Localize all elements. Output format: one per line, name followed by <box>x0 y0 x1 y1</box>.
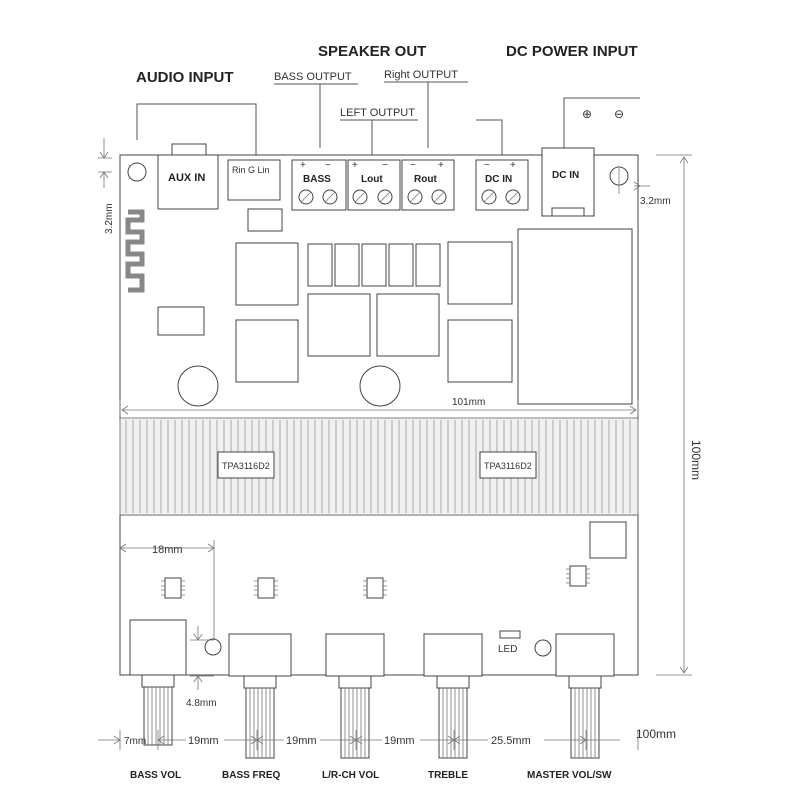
rout-terminal-label: Rout <box>414 174 437 185</box>
plus-symbol: ⊕ <box>582 107 592 121</box>
bass-output-label: BASS OUTPUT <box>274 71 352 83</box>
aux-in-jack-barrel <box>171 143 207 156</box>
bottom-dim-7mm: 7mm <box>124 736 146 747</box>
bottom-dim-19mm-1: 19mm <box>188 735 219 747</box>
upper-board-components <box>157 208 633 407</box>
bottom-dim-25-5mm: 25.5mm <box>491 735 531 747</box>
left-hole-dimension-label: 3.2mm <box>104 203 115 234</box>
bottom-dim-19mm-2: 19mm <box>286 735 317 747</box>
dc-in-jack-base <box>551 207 585 217</box>
led-hole <box>534 639 552 657</box>
amp-chip-left <box>217 451 275 479</box>
heatsink <box>119 417 639 516</box>
op-amp-chips <box>161 565 590 599</box>
board-height-dimension <box>656 154 692 676</box>
svg-text:+: + <box>438 160 444 171</box>
bottom-dim-19mm-3: 19mm <box>384 735 415 747</box>
minus-symbol: ⊖ <box>614 107 624 121</box>
knob-label-bass-vol: BASS VOL <box>130 770 181 781</box>
amp-chip-left-label: TPA3116D2 <box>222 461 270 471</box>
svg-text:−: − <box>382 160 388 171</box>
pot-spacing-dimension <box>119 540 215 640</box>
rin-g-lin-header <box>227 159 281 201</box>
dc-in-jack <box>541 147 595 217</box>
aux-in-label: AUX IN <box>168 172 205 184</box>
bluetooth-antenna-trace <box>125 209 145 293</box>
bottom-dimension-chain <box>98 730 639 750</box>
top-leader-lines <box>136 81 640 160</box>
left-hole-dimension <box>98 138 112 188</box>
mount-hole-top-left <box>127 162 147 182</box>
bottom-dim-100mm: 100mm <box>636 727 676 741</box>
pot-spacing-label: 18mm <box>152 544 183 556</box>
board-width-dimension <box>119 400 639 416</box>
knob-label-treble: TREBLE <box>428 770 468 781</box>
bass-terminal: + − <box>291 159 347 211</box>
dc-in-jack-label: DC IN <box>552 170 579 181</box>
svg-text:+: + <box>510 160 516 171</box>
board-width-label: 101mm <box>452 397 485 408</box>
svg-text:+: + <box>352 160 358 171</box>
bass-terminal-label: BASS <box>303 174 331 185</box>
lower-right-component <box>589 521 627 559</box>
knob-label-lr-ch-vol: L/R-CH VOL <box>322 770 379 781</box>
board-height-label: 100mm <box>689 440 703 480</box>
amp-chip-right-label: TPA3116D2 <box>484 461 532 471</box>
pot-offset-label: 4.8mm <box>186 698 217 709</box>
dc-in-terminal-label: DC IN <box>485 174 512 185</box>
amp-chip-right <box>479 451 537 479</box>
dc-power-input-title: DC POWER INPUT <box>506 43 638 60</box>
svg-text:−: − <box>325 160 331 171</box>
knob-label-bass-freq: BASS FREQ <box>222 770 281 781</box>
rin-g-lin-label: Rin G Lin <box>232 165 270 175</box>
audio-input-title: AUDIO INPUT <box>136 69 234 86</box>
right-output-label: Right OUTPUT <box>384 69 458 81</box>
small-hole-left <box>204 638 222 656</box>
svg-text:−: − <box>484 160 490 171</box>
dc-in-terminal: − + <box>475 159 529 211</box>
rout-terminal: − + <box>401 159 455 211</box>
right-hole-dimension-label: 3.2mm <box>640 196 671 207</box>
lout-terminal-label: Lout <box>361 174 383 185</box>
led-label: LED <box>498 644 517 655</box>
speaker-out-title: SPEAKER OUT <box>318 43 426 60</box>
svg-text:−: − <box>410 160 416 171</box>
svg-text:+: + <box>300 160 306 171</box>
led <box>499 630 521 639</box>
lout-terminal: + − <box>347 159 401 211</box>
potentiometers <box>129 619 615 759</box>
knob-label-master-vol: MASTER VOL/SW <box>527 770 612 781</box>
left-output-label: LEFT OUTPUT <box>340 107 415 119</box>
pot-offset-dimension <box>190 626 214 690</box>
